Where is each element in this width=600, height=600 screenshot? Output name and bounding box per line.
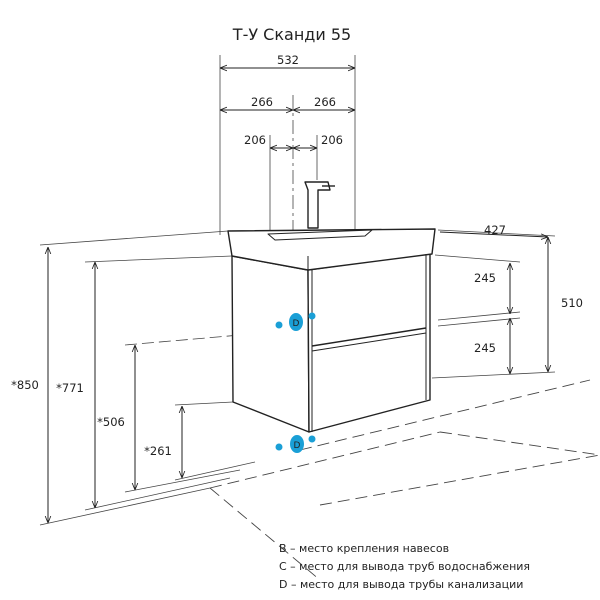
marker-d-upper xyxy=(289,313,303,331)
depth-line xyxy=(439,231,548,237)
connection-markers xyxy=(275,312,316,453)
marker-d-label-upper: D xyxy=(293,319,300,329)
marker-c-lower-left xyxy=(275,443,283,451)
marker-d-label-lower: D xyxy=(294,441,301,451)
legend-item-d: D – место для вывода трубы канализации xyxy=(279,578,524,591)
dim-771: *771 xyxy=(56,381,84,395)
dim-206-right: 206 xyxy=(321,133,343,147)
dim-532: 532 xyxy=(277,53,299,67)
dim-245-top: 245 xyxy=(474,271,496,285)
faucet xyxy=(304,181,331,229)
cabinet xyxy=(227,181,436,433)
legend-item-b: B – место крепления навесов xyxy=(279,542,450,555)
dim-427: 427 xyxy=(484,223,506,237)
dim-266-left: 266 xyxy=(251,95,273,109)
drawer-split xyxy=(311,327,427,347)
cabinet-side xyxy=(231,255,310,433)
marker-c-upper-left xyxy=(275,321,283,329)
legend: B – место крепления навесов C – место дл… xyxy=(279,540,530,594)
dim-245-bottom: 245 xyxy=(474,341,496,355)
marker-c-upper-right xyxy=(308,312,316,320)
legend-item-c: C – место для вывода труб водоснабжения xyxy=(279,560,531,573)
dim-206-left: 206 xyxy=(244,133,266,147)
marker-c-lower-right xyxy=(308,435,316,443)
dimension-labels: 532 266 266 206 206 427 510 245 245 *850… xyxy=(11,53,583,458)
dim-266-right: 266 xyxy=(314,95,336,109)
dim-510: 510 xyxy=(561,296,583,310)
title: Т-У Сканди 55 xyxy=(232,25,351,44)
dim-850: *850 xyxy=(11,378,39,392)
dim-506: *506 xyxy=(97,415,125,429)
floor-outline xyxy=(209,379,600,581)
dim-261: *261 xyxy=(144,444,172,458)
marker-d-lower xyxy=(290,435,304,453)
dimension-lines xyxy=(48,68,548,523)
